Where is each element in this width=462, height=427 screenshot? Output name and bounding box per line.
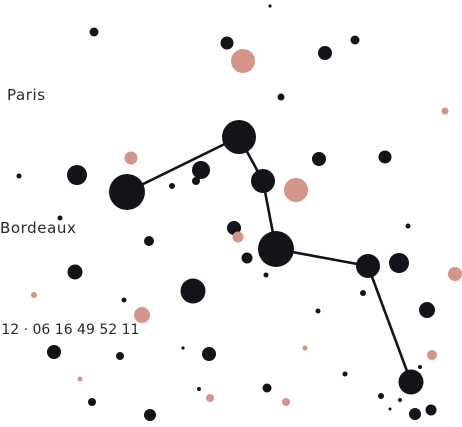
star-dot-pink — [31, 292, 37, 298]
city-label-paris: Paris — [7, 86, 46, 104]
star-dot-dark — [202, 347, 216, 361]
star-dot-dark — [360, 290, 366, 296]
star-dot-dark — [342, 371, 348, 377]
star-dot-dark — [356, 254, 380, 278]
star-dot-dark — [418, 365, 422, 369]
star-dot-dark — [251, 169, 275, 193]
star-dot-pink — [206, 394, 214, 402]
star-dot-dark — [389, 253, 409, 273]
star-dot-dark — [419, 302, 435, 318]
star-dot-dark — [197, 387, 201, 391]
star-dot-pink — [124, 151, 138, 165]
star-dot-pink — [77, 376, 83, 382]
star-dot-dark — [405, 223, 411, 229]
star-dot-dark — [220, 36, 234, 50]
star-dot-pink — [302, 345, 308, 351]
star-dot-dark — [409, 408, 421, 420]
star-dot-dark — [144, 236, 154, 246]
star-dot-dark — [378, 393, 384, 399]
star-dot-dark — [181, 346, 185, 350]
star-dot-dark — [109, 174, 145, 210]
star-dot-dark — [315, 308, 321, 314]
star-dot-dark — [144, 409, 156, 421]
star-dot-dark — [258, 231, 294, 267]
star-dot-dark — [88, 398, 96, 406]
star-dot-pink — [448, 267, 462, 281]
star-dot-dark — [398, 369, 424, 395]
star-dot-dark — [312, 152, 326, 166]
star-dot-dark — [388, 407, 392, 411]
star-dot-dark — [263, 272, 269, 278]
star-dot-dark — [57, 215, 63, 221]
star-dot-pink — [134, 307, 150, 323]
star-dots — [16, 4, 462, 421]
star-dot-dark — [227, 221, 241, 235]
star-dot-dark — [425, 404, 437, 416]
phone-number: 2 12 · 06 16 49 52 11 — [0, 322, 140, 338]
star-dot-dark — [241, 252, 253, 264]
star-dot-dark — [378, 150, 392, 164]
star-dot-dark — [180, 278, 206, 304]
star-dot-dark — [121, 297, 127, 303]
star-dot-dark — [262, 383, 272, 393]
star-dot-pink — [282, 398, 290, 406]
constellation-line — [125, 135, 241, 194]
star-dot-pink — [284, 178, 308, 202]
star-dot-dark — [277, 93, 285, 101]
star-dot-dark — [192, 177, 200, 185]
star-dot-pink — [231, 49, 255, 73]
star-dot-dark — [89, 27, 99, 37]
constellation-line — [366, 264, 413, 384]
star-dot-dark — [67, 165, 87, 185]
star-dot-pink — [441, 107, 449, 115]
star-dot-pink — [427, 350, 437, 360]
star-dot-dark — [318, 46, 332, 60]
city-label-bordeaux: Bordeaux — [0, 219, 77, 237]
star-dot-dark — [47, 345, 61, 359]
star-dot-dark — [169, 183, 175, 189]
star-dot-dark — [350, 35, 360, 45]
star-dot-pink — [232, 231, 244, 243]
star-dot-dark — [67, 264, 83, 280]
star-dot-dark — [192, 161, 210, 179]
star-dot-dark — [222, 120, 256, 154]
star-dot-dark — [116, 352, 124, 360]
star-dot-dark — [16, 173, 22, 179]
star-dot-dark — [268, 4, 272, 8]
star-dot-dark — [398, 398, 402, 402]
